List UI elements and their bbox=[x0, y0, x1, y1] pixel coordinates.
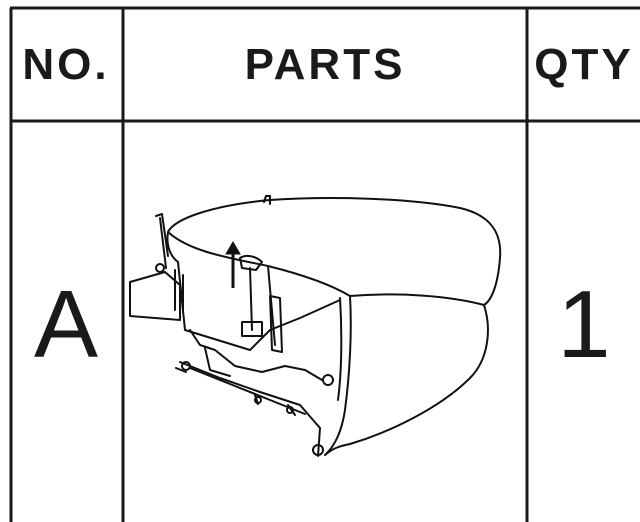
header-no: NO. bbox=[22, 40, 110, 89]
header-qty: QTY bbox=[534, 40, 634, 89]
row-no-cell: A bbox=[33, 271, 99, 378]
row-qty-cell: 1 bbox=[557, 271, 611, 378]
header-parts: PARTS bbox=[244, 40, 406, 89]
